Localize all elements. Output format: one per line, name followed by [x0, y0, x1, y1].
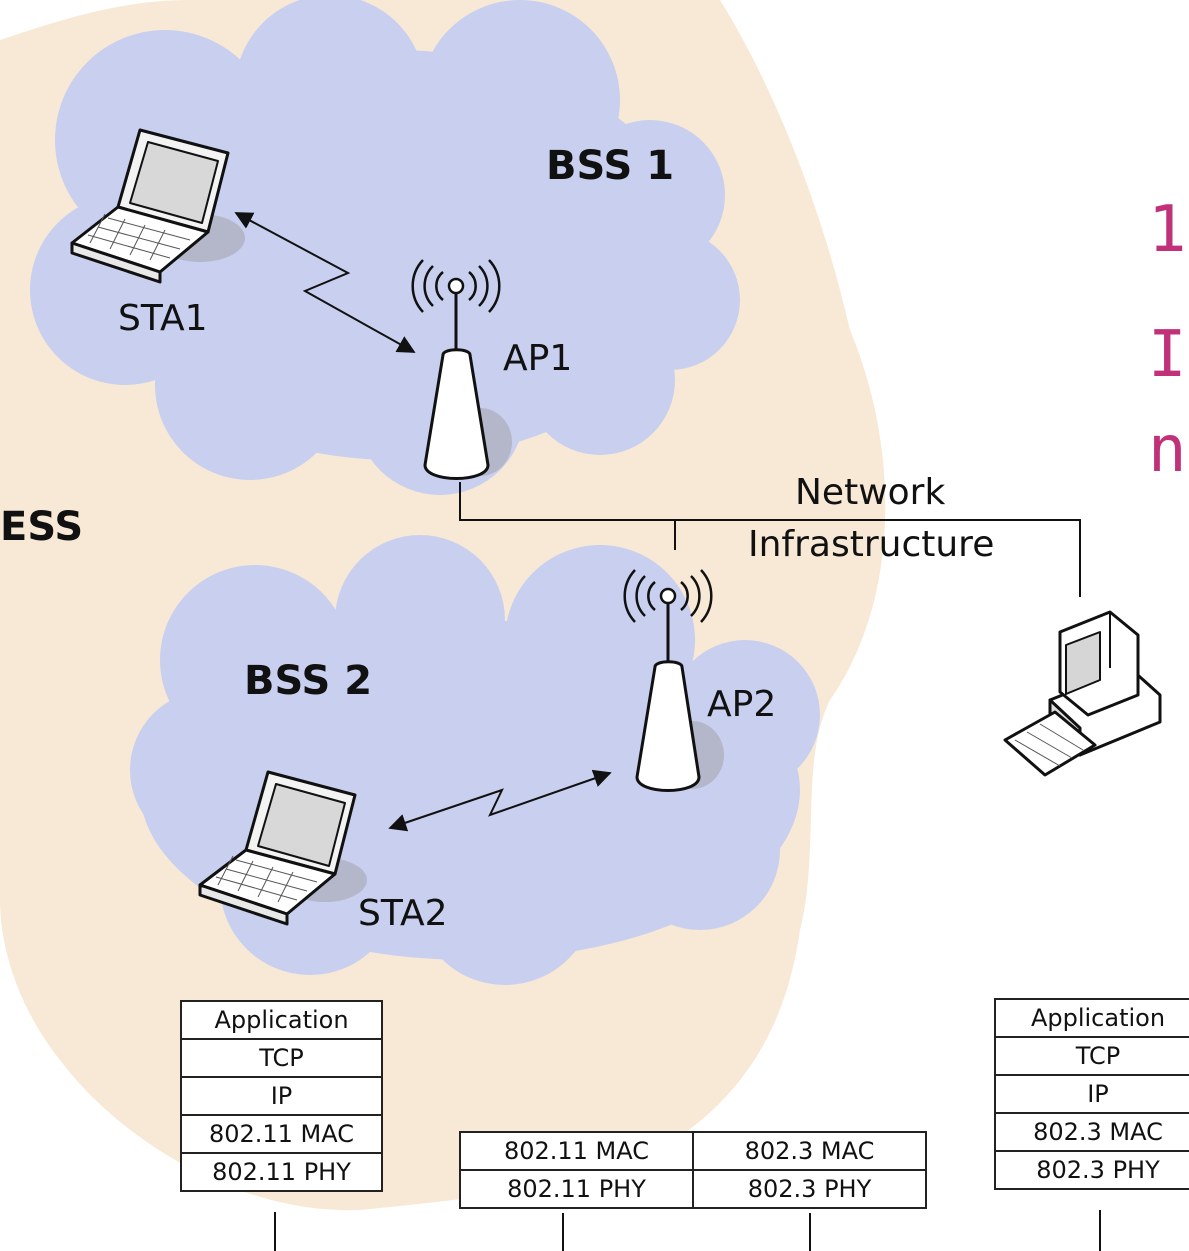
- ap2-label: AP2: [707, 684, 777, 725]
- bss1-label: BSS 1: [546, 143, 675, 189]
- stack-layer: TCP: [180, 1038, 383, 1078]
- ap1-access-point-icon: [423, 293, 512, 480]
- server-desktop-computer-icon: [1003, 610, 1162, 777]
- stack-layer: 802.3 PHY: [692, 1169, 927, 1209]
- wireless-link-bss2: [388, 769, 612, 832]
- stack-layer: Application: [994, 998, 1189, 1038]
- side-title-line3: n: [1148, 413, 1187, 487]
- ap2-access-point-icon: [635, 603, 724, 792]
- bss2-label: BSS 2: [244, 658, 373, 704]
- stack-layer: 802.11 PHY: [459, 1169, 694, 1209]
- network-label-line1: Network: [795, 472, 946, 513]
- sta2-laptop-icon: [198, 770, 367, 926]
- stack-layer: 802.11 MAC: [459, 1131, 694, 1171]
- stack-layer: IP: [994, 1074, 1189, 1114]
- sta2-protocol-stack: Application TCP IP 802.11 MAC 802.11 PHY: [180, 1000, 383, 1192]
- ess-label: ESS: [0, 504, 84, 550]
- wireless-link-bss1: [234, 212, 416, 353]
- stack-layer: 802.11 PHY: [180, 1152, 383, 1192]
- network-infrastructure-lines: [459, 482, 1081, 597]
- stack-layer: 802.3 MAC: [692, 1131, 927, 1171]
- stack-layer: 802.3 PHY: [994, 1150, 1189, 1190]
- bss1-cloud: [30, 0, 740, 495]
- sta2-label: STA2: [358, 893, 448, 934]
- sta1-label: STA1: [118, 298, 208, 339]
- stack-layer: 802.3 MAC: [994, 1112, 1189, 1152]
- side-title-line2: In: [1148, 318, 1189, 392]
- ap-protocol-stack: 802.11 MAC 802.3 MAC 802.11 PHY 802.3 PH…: [459, 1131, 927, 1209]
- stack-layer: 802.11 MAC: [180, 1114, 383, 1154]
- network-label-line2: Infrastructure: [748, 524, 995, 565]
- stack-connectors: [274, 1210, 1101, 1251]
- stack-layer: TCP: [994, 1036, 1189, 1076]
- ap1-wireless-signal-icon: [411, 259, 501, 313]
- sta1-laptop-icon: [70, 128, 245, 284]
- stack-layer: Application: [180, 1000, 383, 1040]
- ap2-wireless-signal-icon: [623, 569, 713, 623]
- side-title-line1: 1: [1148, 193, 1187, 267]
- server-protocol-stack: Application TCP IP 802.3 MAC 802.3 PHY: [994, 998, 1189, 1190]
- ap1-label: AP1: [503, 338, 573, 379]
- stack-layer: IP: [180, 1076, 383, 1116]
